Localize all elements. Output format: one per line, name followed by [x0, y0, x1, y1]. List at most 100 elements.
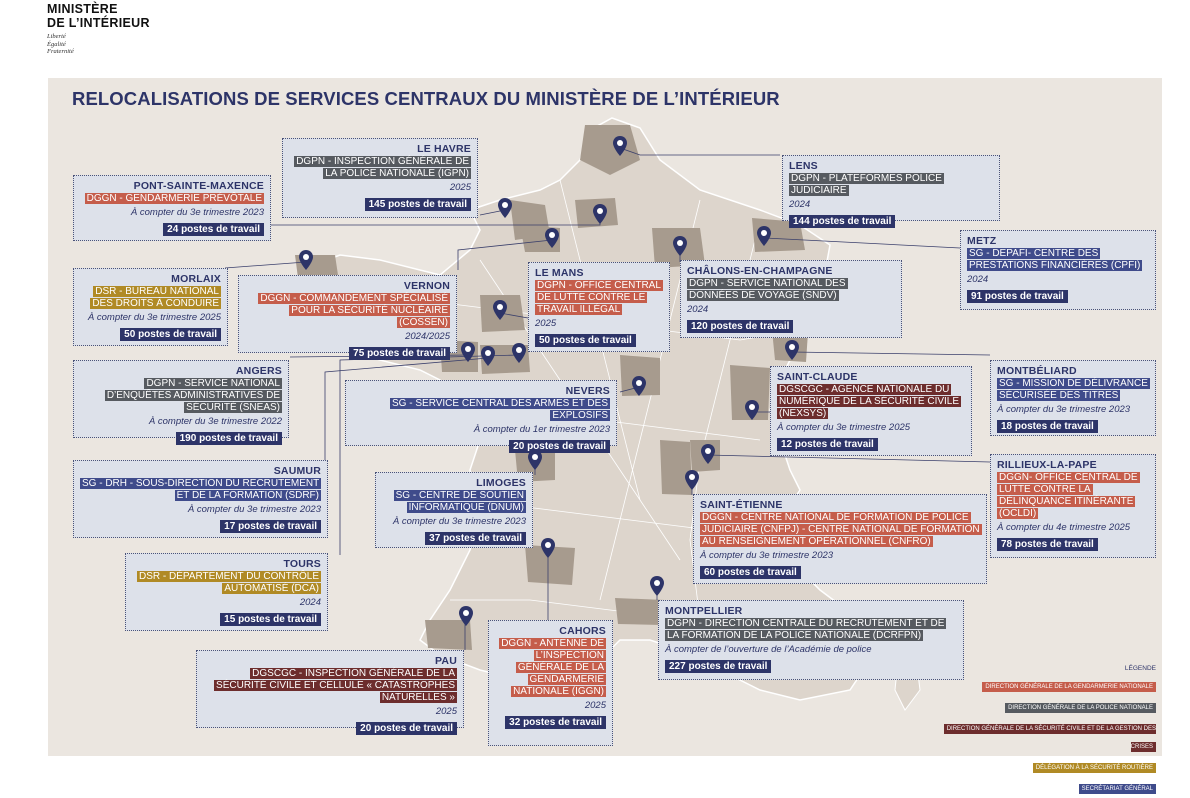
date-label: À compter du 1er trimestre 2023 [473, 424, 610, 435]
card-metz[interactable]: METZ SG - DEPAFI- CENTRE DES PRESTATIONS… [960, 230, 1156, 310]
card-morlaix[interactable]: MORLAIX DSR - BUREAU NATIONAL DES DROITS… [73, 268, 228, 346]
posts-badge: 20 postes de travail [509, 440, 610, 453]
city-name: VERNON [403, 280, 450, 292]
date-label: 2025 [584, 700, 606, 711]
pin-cahors-icon[interactable] [541, 538, 555, 558]
card-tours[interactable]: TOURS DSR - DÉPARTEMENT DU CONTRÔLE AUTO… [125, 553, 328, 631]
service-label: SG - SERVICE CENTRAL DES ARMES ET DES EX… [352, 398, 610, 422]
legend: LÉGENDE DIRECTION GÉNÉRALE DE LA GENDARM… [918, 665, 1156, 798]
date-label: 2024 [687, 304, 709, 315]
pin-rillieux-icon[interactable] [701, 444, 715, 464]
pin-saint-claude-icon[interactable] [745, 400, 759, 420]
card-montpellier[interactable]: MONTPELLIER DGPN - DIRECTION CENTRALE DU… [658, 600, 964, 680]
card-le-havre[interactable]: LE HAVRE DGPN - INSPECTION GÉNÉRALE DE L… [282, 138, 478, 218]
dept-loire [660, 440, 692, 495]
pin-saint-etienne-icon[interactable] [685, 470, 699, 490]
card-chalons[interactable]: CHÂLONS-EN-CHAMPAGNE DGPN - SERVICE NATI… [680, 260, 902, 338]
card-pau[interactable]: PAU DGSCGC - INSPECTION GÉNÉRALE DE LA S… [196, 650, 464, 735]
posts-badge: 32 postes de travail [505, 716, 606, 729]
posts-badge: 50 postes de travail [120, 328, 221, 341]
card-saint-etienne[interactable]: SAINT-ÉTIENNE DGGN - CENTRE NATIONAL DE … [693, 494, 987, 584]
service-label: DGPN - SERVICE NATIONAL DES DONNÉES DE V… [687, 278, 895, 302]
card-le-mans[interactable]: LE MANS DGPN - OFFICE CENTRAL DE LUTTE C… [528, 262, 670, 352]
pin-vernon-icon[interactable] [545, 228, 559, 248]
pin-tours-icon[interactable] [512, 343, 526, 363]
service-label: DSR - DÉPARTEMENT DU CONTRÔLE AUTOMATISÉ… [132, 571, 321, 595]
posts-badge: 15 postes de travail [220, 613, 321, 626]
card-saint-claude[interactable]: SAINT-CLAUDE DGSCGC - AGENCE NATIONALE D… [770, 366, 972, 456]
posts-badge: 12 postes de travail [777, 438, 878, 451]
pin-morlaix-icon[interactable] [299, 250, 313, 270]
date-label: À compter du 3e trimestre 2023 [997, 404, 1131, 415]
legend-label: DIRECTION GÉNÉRALE DE LA GENDARMERIE NAT… [982, 682, 1156, 692]
date-label: 2024 [789, 199, 811, 210]
city-name: ANGERS [235, 365, 282, 377]
pin-angers-icon[interactable] [461, 342, 475, 362]
city-name: METZ [967, 235, 997, 247]
pin-le-mans-icon[interactable] [493, 300, 507, 320]
posts-badge: 50 postes de travail [535, 334, 636, 347]
city-name: LENS [789, 160, 818, 172]
legend-label: SECRÉTARIAT GÉNÉRAL [1078, 784, 1156, 794]
posts-badge: 17 postes de travail [220, 520, 321, 533]
card-nevers[interactable]: NEVERS SG - SERVICE CENTRAL DES ARMES ET… [345, 380, 617, 453]
service-label: DGGN - CENTRE NATIONAL DE FORMATION DE P… [700, 512, 982, 548]
service-text: DGSCGC - AGENCE NATIONALE DU NUMÉRIQUE D… [777, 384, 962, 419]
pin-metz-icon[interactable] [757, 226, 771, 246]
pin-le-havre-icon[interactable] [498, 198, 512, 218]
date-label: 2024 [967, 274, 989, 285]
logo-motto-1: Liberté [47, 33, 66, 40]
city-name: CHÂLONS-EN-CHAMPAGNE [687, 265, 833, 277]
date-label: À compter du 4e trimestre 2025 [997, 522, 1131, 533]
city-name: LE HAVRE [417, 143, 471, 155]
date-label: 2025 [435, 706, 457, 717]
card-montbeliard[interactable]: MONTBÉLIARD SG - MISSION DE DÉLIVRANCE S… [990, 360, 1156, 436]
legend-label: DIRECTION GÉNÉRALE DE LA POLICE NATIONAL… [1005, 703, 1156, 713]
pin-saumur-icon[interactable] [481, 346, 495, 366]
date-label: 2024 [299, 597, 321, 608]
city-name: SAUMUR [273, 465, 321, 477]
legend-item-police: DIRECTION GÉNÉRALE DE LA POLICE NATIONAL… [918, 696, 1156, 714]
city-name: NEVERS [565, 385, 610, 397]
posts-badge: 91 postes de travail [967, 290, 1068, 303]
city-name: CAHORS [559, 625, 606, 637]
posts-badge: 18 postes de travail [997, 420, 1098, 433]
highlighted-departments [295, 125, 808, 650]
city-name: LE MANS [535, 267, 584, 279]
date-label: À compter du 3e trimestre 2025 [777, 422, 911, 433]
service-text: DGPN - DIRECTION CENTRALE DU RECRUTEMENT… [665, 618, 947, 641]
legend-item-securite-civile: DIRECTION GÉNÉRALE DE LA SÉCURITÉ CIVILE… [918, 717, 1156, 753]
card-pont-sainte-maxence[interactable]: PONT-SAINTE-MAXENCE DGGN - GENDARMERIE P… [73, 175, 271, 241]
card-vernon[interactable]: VERNON DGGN - COMMANDEMENT SPÉCIALISÉ PO… [238, 275, 457, 360]
card-rillieux[interactable]: RILLIEUX-LA-PAPE DGGN- OFFICE CENTRAL DE… [990, 454, 1156, 558]
card-limoges[interactable]: LIMOGES SG - CENTRE DE SOUTIEN INFORMATI… [375, 472, 533, 548]
pin-limoges-icon[interactable] [528, 450, 542, 470]
service-text: SG - CENTRE DE SOUTIEN INFORMATIQUE (DNU… [393, 490, 526, 513]
service-label: SG - DEPAFI- CENTRE DES PRESTATIONS FINA… [967, 248, 1149, 272]
pin-chalons-icon[interactable] [673, 236, 687, 256]
service-text: DGPN - SERVICE NATIONAL D’ENQUÊTES ADMIN… [104, 378, 282, 413]
leader-lines [224, 147, 991, 650]
card-angers[interactable]: ANGERS DGPN - SERVICE NATIONAL D’ENQUÊTE… [73, 360, 289, 445]
pin-montbeliard-icon[interactable] [785, 340, 799, 360]
service-text: DGPN - PLATEFORMES POLICE JUDICIAIRE [789, 173, 944, 196]
posts-badge: 120 postes de travail [687, 320, 794, 333]
card-lens[interactable]: LENS DGPN - PLATEFORMES POLICE JUDICIAIR… [782, 155, 1000, 228]
logo-motto-3: Fraternité [47, 48, 74, 55]
service-text: DSR - DÉPARTEMENT DU CONTRÔLE AUTOMATISÉ… [136, 571, 321, 594]
pin-montpellier-icon[interactable] [650, 576, 664, 596]
pin-pau-icon[interactable] [459, 606, 473, 626]
logo-line-2: DE L’INTÉRIEUR [47, 16, 150, 30]
service-text: DGGN - COMMANDEMENT SPÉCIALISÉ POUR LA S… [258, 293, 450, 328]
service-text: SG - DRH - SOUS-DIRECTION DU RECRUTEMENT… [80, 478, 322, 501]
logo-line-1: MINISTÈRE [47, 2, 118, 16]
pin-pont-sainte-maxence-icon[interactable] [593, 204, 607, 224]
service-label: DGPN - OFFICE CENTRAL DE LUTTE CONTRE LE… [535, 280, 663, 316]
pin-nevers-icon[interactable] [632, 376, 646, 396]
city-name: MORLAIX [171, 273, 221, 285]
city-name: LIMOGES [476, 477, 526, 489]
card-saumur[interactable]: SAUMUR SG - DRH - SOUS-DIRECTION DU RECR… [73, 460, 328, 538]
date-label: À compter du 3e trimestre 2023 [187, 504, 321, 515]
pin-lens-icon[interactable] [613, 136, 627, 156]
card-cahors[interactable]: CAHORS DGGN - ANTENNE DE L’INSPECTION GÉ… [488, 620, 613, 746]
